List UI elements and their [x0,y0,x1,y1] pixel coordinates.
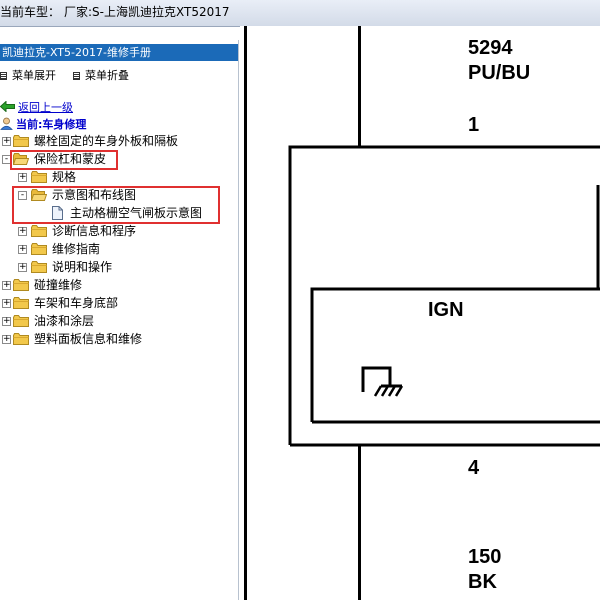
tree-item-schematics-wiring[interactable]: - 示意图和布线图 [0,186,238,204]
tree-item-label: 规格 [52,170,77,184]
back-arrow-icon [0,100,15,113]
expand-toggle[interactable]: + [2,136,11,146]
tree-item-label: 维修指南 [52,242,101,256]
tree-item-bolted-body-panels[interactable]: + 螺栓固定的车身外板和隔板 [0,132,238,150]
expand-toggle[interactable]: + [18,226,27,236]
connector-outline [288,145,600,445]
tree-item-description-operation[interactable]: + 说明和操作 [0,258,238,276]
highlight-box-bumpers [10,150,118,170]
menu-expand-button[interactable]: 菜单展开 [0,67,56,83]
tree-item-label: 保险杠和蒙皮 [34,152,107,166]
wire-bottom [358,446,361,600]
folder-icon [31,261,47,273]
back-link[interactable]: 返回上一级 [0,99,73,115]
tree-item-specifications[interactable]: + 规格 [0,168,238,186]
user-icon [0,117,13,130]
tree-item-collision-repair[interactable]: + 碰撞维修 [0,276,238,294]
menu-collapse-label: 菜单折叠 [85,69,129,82]
navigation-panel: 凯迪拉克-XT5-2017-维修手册 菜单展开 菜单折叠 返回上一级 当前:车身… [0,40,239,600]
back-link-label: 返回上一级 [18,101,73,114]
folder-icon [31,243,47,255]
schematic-canvas [244,26,600,600]
current-location-label: 当前:车身修理 [16,118,87,131]
expand-toggle[interactable]: + [2,298,11,308]
tree-item-paint-coatings[interactable]: + 油漆和涂层 [0,312,238,330]
manual-title: 凯迪拉克-XT5-2017-维修手册 [0,44,238,61]
component-label: IGN [428,299,464,321]
tree-item-label: 诊断信息和程序 [52,224,137,238]
menu-expand-label: 菜单展开 [12,69,56,82]
circuit-number-top: 5294 [468,37,513,59]
expand-toggle[interactable]: + [2,334,11,344]
vehicle-model-value: 厂家:S-上海凯迪拉克XT52017 [64,5,230,19]
folder-icon [13,315,29,327]
tree-item-label: 塑料面板信息和维修 [34,332,143,346]
tree-item-plastic-panels[interactable]: + 塑料面板信息和维修 [0,330,238,348]
top-bar: 当前车型： 厂家:S-上海凯迪拉克XT52017 [0,0,600,27]
tree-item-label: 说明和操作 [52,260,113,274]
folder-icon [13,135,29,147]
tree-item-label: 示意图和布线图 [52,188,137,202]
folder-icon [13,333,29,345]
folder-icon [31,225,47,237]
current-location: 当前:车身修理 [0,116,86,132]
menu-collapse-button[interactable]: 菜单折叠 [73,67,129,83]
wire-top [358,26,361,146]
wire-color-top: PU/BU [468,62,531,84]
diagram-left-border [244,26,247,600]
schematic-diagram: 5294 PU/BU 1 IGN 4 150 BK [240,26,600,600]
expand-toggle[interactable]: + [18,262,27,272]
tree-item-label: 螺栓固定的车身外板和隔板 [34,134,179,148]
menu-icon [73,72,80,80]
module-box [310,287,600,422]
tree-item-label: 油漆和涂层 [34,314,95,328]
pin-number-top: 1 [468,114,480,136]
pin-number-bottom: 4 [468,457,480,479]
tree-item-label: 主动格栅空气闸板示意图 [70,206,203,220]
expand-toggle[interactable]: + [18,244,27,254]
tree-item-active-grille-shutter-schematic[interactable]: 主动格栅空气闸板示意图 [0,204,238,222]
expand-toggle[interactable]: + [18,172,27,182]
tree-item-repair-guide[interactable]: + 维修指南 [0,240,238,258]
menu-icon [0,72,7,80]
tree-item-label: 车架和车身底部 [34,296,119,310]
expand-toggle[interactable]: + [2,316,11,326]
tree-item-diagnostic-info[interactable]: + 诊断信息和程序 [0,222,238,240]
ground-lead [361,366,392,392]
circuit-number-bottom: 150 [468,546,502,568]
tree-item-label: 碰撞维修 [34,278,83,292]
folder-icon [13,279,29,291]
folder-icon [13,297,29,309]
wire-color-bottom: BK [468,571,497,593]
vehicle-model-label: 当前车型： [0,5,61,19]
document-icon [52,206,63,220]
tree-item-frame-underbody[interactable]: + 车架和车身底部 [0,294,238,312]
folder-icon [31,171,47,183]
expand-toggle[interactable]: + [2,280,11,290]
collapse-toggle[interactable]: - [18,191,27,200]
ground-hatch [373,385,404,397]
highlight-box-schematics [12,186,220,224]
